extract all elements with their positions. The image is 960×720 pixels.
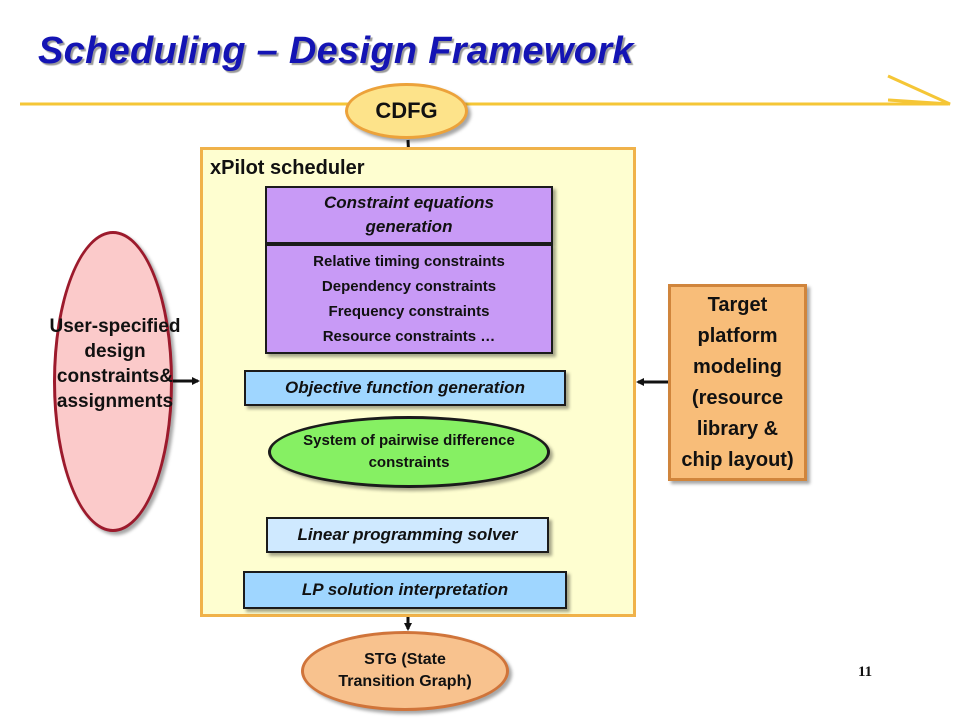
target-platform-node: Target platform modeling (resource libra… (668, 284, 807, 481)
constraint-item: Resource constraints … (322, 328, 496, 345)
constraint-item: Frequency constraints (328, 303, 490, 320)
lp-interpretation-node: LP solution interpretation (243, 571, 567, 609)
cdfg-node: CDFG (345, 83, 468, 139)
pairwise-constraints-node: System of pairwise difference constraint… (268, 416, 550, 488)
constraint-list-node: Relative timing constraints Dependency c… (265, 244, 553, 354)
lp-solver-node: Linear programming solver (266, 517, 549, 553)
constraint-equations-node: Constraint equations generation (265, 186, 553, 244)
title-underline (20, 74, 951, 106)
page-number: 11 (858, 664, 873, 680)
slide-title: Scheduling – Design Framework (38, 30, 634, 72)
constraint-item: Dependency constraints (321, 278, 497, 295)
constraint-item: Relative timing constraints (313, 253, 505, 270)
xpilot-scheduler-label: xPilot scheduler (210, 157, 365, 179)
user-constraints-label: User-specified design constraints& assig… (49, 316, 181, 412)
stg-node: STG (State Transition Graph) (301, 631, 509, 711)
user-constraints-node (53, 231, 173, 532)
objective-function-node: Objective function generation (244, 370, 566, 406)
